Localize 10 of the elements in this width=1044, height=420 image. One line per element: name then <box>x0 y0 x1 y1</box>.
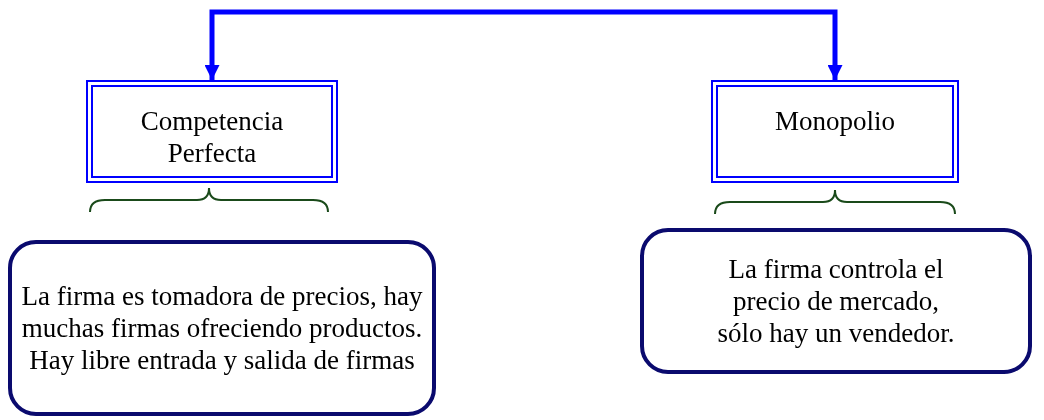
market-type-box <box>86 80 338 183</box>
description-box <box>640 228 1032 374</box>
box-text: Monopolio <box>775 105 895 137</box>
arrow <box>204 9 522 80</box>
box-text: La firma controla el precio de mercado, sólo hay un vendedor. <box>716 253 956 349</box>
arrow <box>522 9 843 80</box>
description-box <box>8 240 436 416</box>
box-text: La firma es tomadora de precios, hay muchas firmas ofreciendo productos. Hay libre entrada y salida de firmas <box>20 280 424 376</box>
box-text: Competencia Perfecta <box>139 105 285 169</box>
market-type-box <box>711 80 959 183</box>
